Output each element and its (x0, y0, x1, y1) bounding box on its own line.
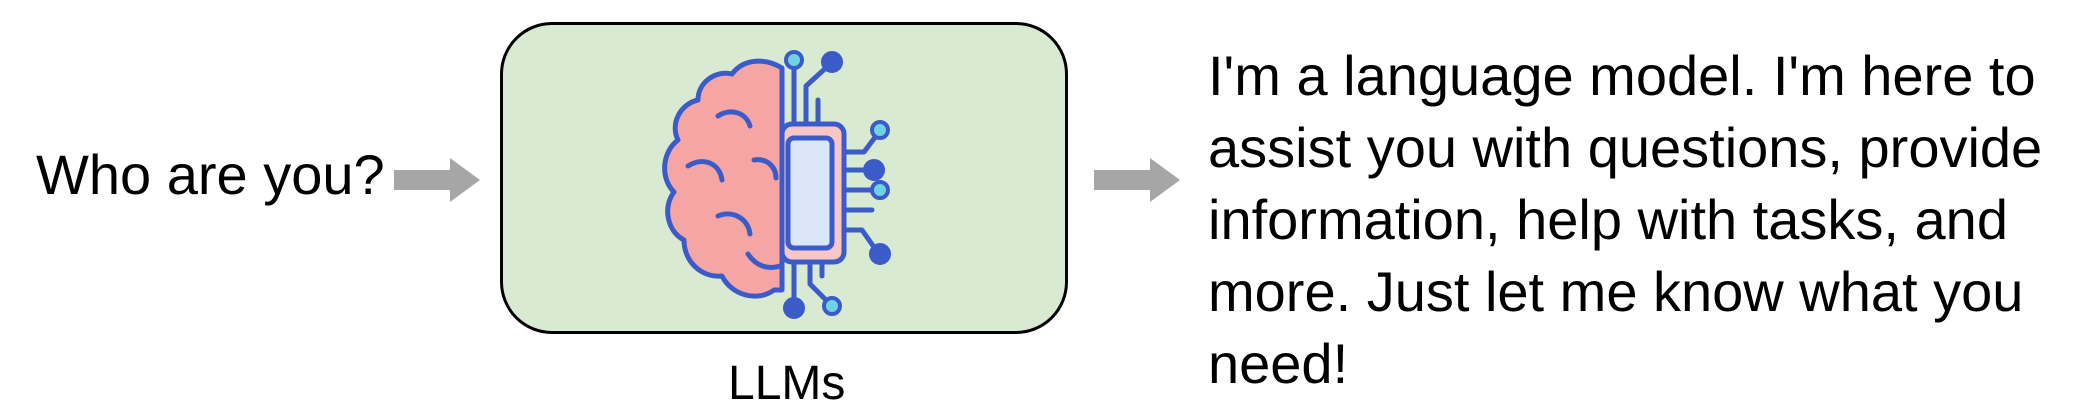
circuit-node (869, 243, 891, 265)
arrow-shape (1094, 158, 1180, 202)
circuit-node (821, 51, 843, 73)
circuit-node (783, 297, 805, 319)
chip-core (785, 135, 835, 251)
response-text: I'm a language model. I'm here to assist… (1208, 40, 2088, 400)
response-line: I'm a language model. I'm here to (1208, 44, 2036, 107)
response-line: need! (1208, 332, 1349, 395)
question-text: Who are you? (36, 143, 385, 206)
response-line: information, help with tasks, and (1208, 188, 2008, 251)
brain-chip-icon (662, 50, 891, 319)
circuit-node (863, 159, 885, 181)
circuit-node (870, 180, 890, 200)
arrow-shape (394, 158, 480, 202)
circuit-node (822, 296, 842, 316)
response-line: more. Just let me know what you (1208, 260, 2024, 323)
model-label: LLMs (728, 357, 846, 410)
circuit-node (784, 50, 804, 70)
response-line: assist you with questions, provide (1208, 116, 2043, 179)
circuit-node (870, 120, 890, 140)
arrow-right-icon (394, 158, 480, 202)
arrow-right-icon (1094, 158, 1180, 202)
